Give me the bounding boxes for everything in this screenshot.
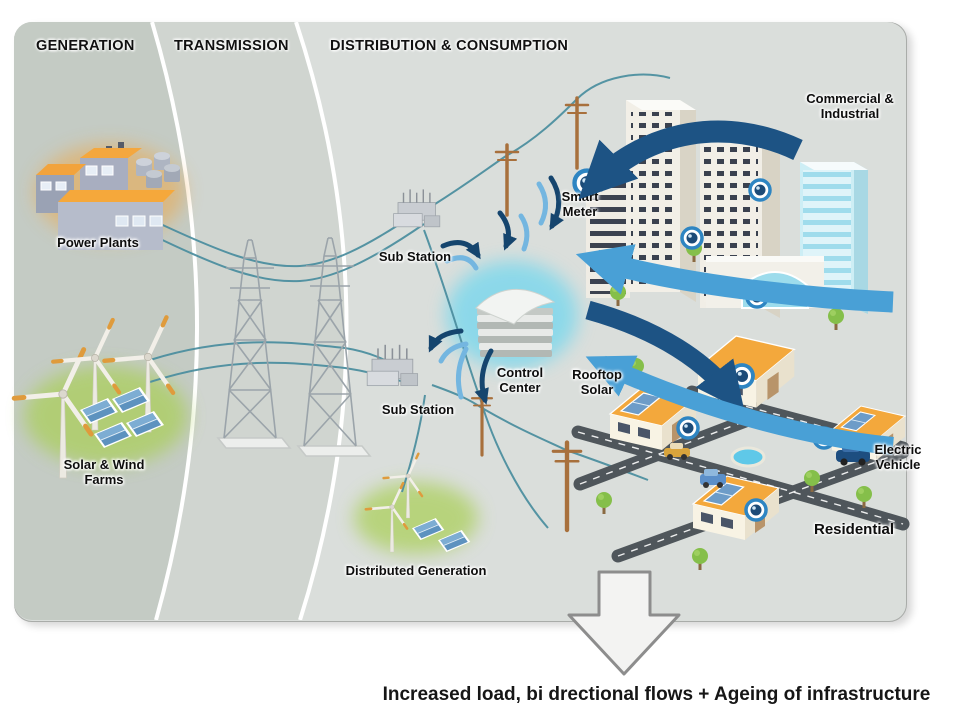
label-residential: Residential [813,521,895,538]
zone-header-distribution: DISTRIBUTION & CONSUMPTION [330,38,569,54]
label-solar-wind-farms: Solar & Wind Farms [63,457,145,487]
label-power-plants: Power Plants [57,235,139,250]
label-commercial-industrial: Commercial & Industrial [806,91,894,121]
label-control-center: Control Center [496,365,544,395]
label-rooftop-solar: Rooftop Solar [572,367,622,397]
caption: Increased load, bi drectional flows + Ag… [382,684,931,705]
zone-header-transmission: TRANSMISSION [174,38,289,54]
diagram-frame [14,22,907,622]
zone-header-generation: GENERATION [36,38,135,54]
label-electric-vehicle: Electric Vehicle [874,442,922,472]
label-distributed-generation: Distributed Generation [345,563,487,578]
label-sub-station-1: Sub Station [378,249,452,264]
label-sub-station-2: Sub Station [381,402,455,417]
label-smart-meter: Smart Meter [561,189,599,219]
